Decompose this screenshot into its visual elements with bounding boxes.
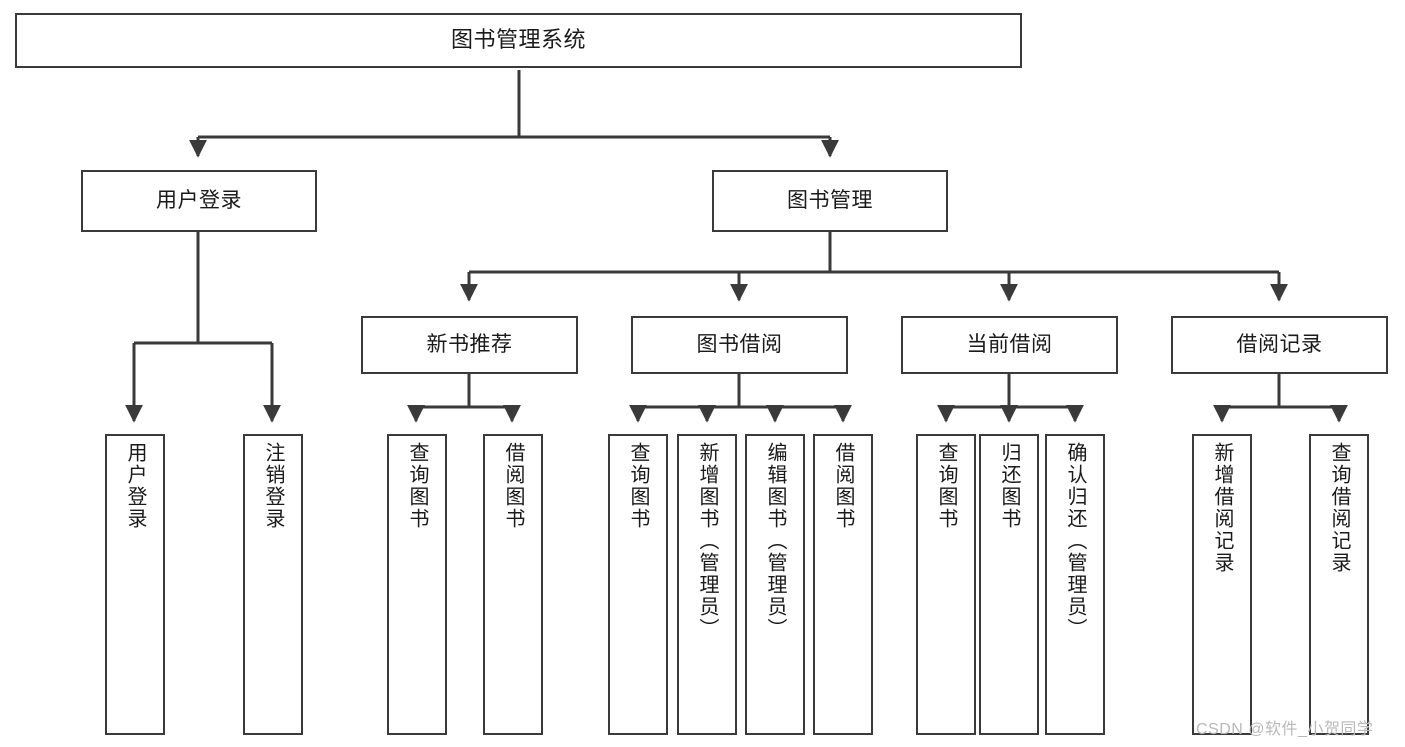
node-new-book-recommend[interactable]: 新书推荐 [361, 316, 578, 374]
leaf-current-borrow-confirm-return-admin[interactable]: 确认归还（管理员） [1045, 434, 1105, 735]
leaf-label: 借阅图书 [832, 442, 854, 530]
leaf-user-login-login[interactable]: 用户登录 [105, 434, 165, 735]
leaf-user-login-logout[interactable]: 注销登录 [243, 434, 303, 735]
node-borrow-record-label: 借阅记录 [1236, 333, 1323, 357]
leaf-borrow-record-add-record[interactable]: 新增借阅记录 [1192, 434, 1252, 735]
leaf-book-borrow-add-book-admin[interactable]: 新增图书（管理员） [677, 434, 737, 735]
node-book-management-label: 图书管理 [787, 189, 873, 213]
leaf-label: 确认归还（管理员） [1064, 442, 1086, 640]
leaf-label: 查询图书 [627, 442, 649, 530]
node-book-management[interactable]: 图书管理 [712, 170, 948, 232]
leaf-book-borrow-query-book[interactable]: 查询图书 [608, 434, 668, 735]
leaf-label: 用户登录 [124, 442, 146, 530]
node-new-book-recommend-label: 新书推荐 [426, 333, 513, 357]
leaf-label: 新增图书（管理员） [696, 442, 718, 640]
node-user-login-label: 用户登录 [156, 189, 242, 213]
leaf-book-borrow-edit-book-admin[interactable]: 编辑图书（管理员） [745, 434, 805, 735]
leaf-label: 编辑图书（管理员） [764, 442, 786, 640]
leaf-book-borrow-borrow-book[interactable]: 借阅图书 [813, 434, 873, 735]
leaf-new-book-borrow-book[interactable]: 借阅图书 [483, 434, 543, 735]
node-borrow-record[interactable]: 借阅记录 [1171, 316, 1388, 374]
leaf-label: 新增借阅记录 [1211, 442, 1233, 574]
node-current-borrow-label: 当前借阅 [966, 333, 1053, 357]
node-root-library-management-system[interactable]: 图书管理系统 [15, 13, 1022, 68]
leaf-current-borrow-query-book[interactable]: 查询图书 [916, 434, 976, 735]
leaf-new-book-query-book[interactable]: 查询图书 [387, 434, 447, 735]
leaf-label: 归还图书 [998, 442, 1020, 530]
leaf-label: 查询借阅记录 [1328, 442, 1350, 574]
leaf-label: 查询图书 [406, 442, 428, 530]
node-user-login[interactable]: 用户登录 [81, 170, 317, 232]
node-current-borrow[interactable]: 当前借阅 [901, 316, 1118, 374]
node-book-borrow-label: 图书借阅 [696, 333, 783, 357]
leaf-current-borrow-return-book[interactable]: 归还图书 [979, 434, 1039, 735]
leaf-label: 查询图书 [935, 442, 957, 530]
node-root-label: 图书管理系统 [450, 27, 586, 53]
watermark-text: CSDN @软件_小贺同学 [1196, 721, 1374, 738]
leaf-label: 借阅图书 [502, 442, 524, 530]
leaf-borrow-record-query-record[interactable]: 查询借阅记录 [1309, 434, 1369, 735]
node-book-borrow[interactable]: 图书借阅 [631, 316, 848, 374]
leaf-label: 注销登录 [262, 442, 284, 530]
